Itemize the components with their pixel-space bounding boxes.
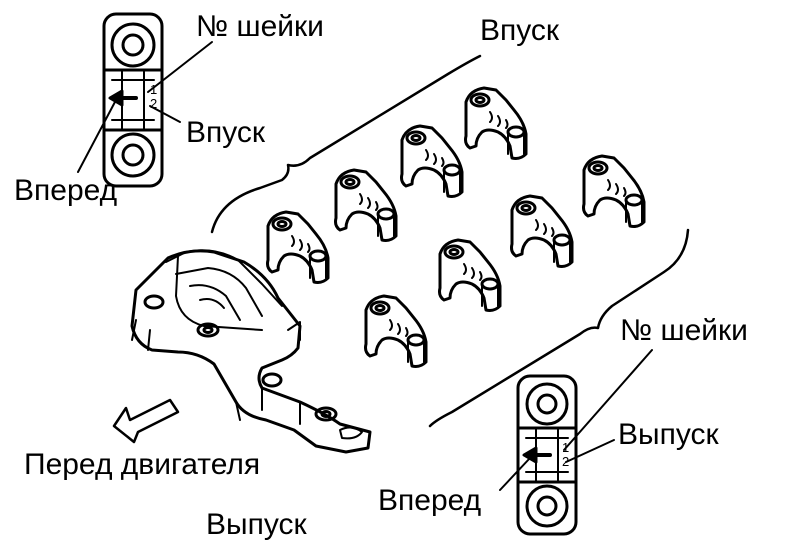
exhaust-brace: [428, 228, 690, 428]
exhaust-label: Выпуск: [206, 508, 307, 541]
cap-mark-number: 2: [150, 96, 157, 111]
front-cap-housing: [130, 249, 372, 454]
intake-caps-row: [266, 86, 528, 284]
intake-brace: [210, 54, 482, 234]
exhaust-caps-row: [364, 154, 646, 368]
exhaust-cap-detail: 1 2: [516, 374, 578, 536]
journal-number-label: № шейки: [620, 314, 748, 347]
forward-label: Вперед: [14, 174, 118, 207]
engine-front-label: Перед двигателя: [24, 448, 261, 481]
intake-mark-label: Впуск: [186, 116, 266, 149]
intake-label: Впуск: [480, 14, 560, 47]
journal-number-label: № шейки: [196, 10, 324, 43]
cap-mark-number: 1: [150, 82, 157, 97]
engine-front-arrow-icon: [112, 398, 180, 444]
intake-cap-detail: 1 2: [102, 12, 164, 188]
exhaust-mark-label: Выпуск: [618, 418, 719, 451]
forward-label: Вперед: [378, 484, 482, 517]
